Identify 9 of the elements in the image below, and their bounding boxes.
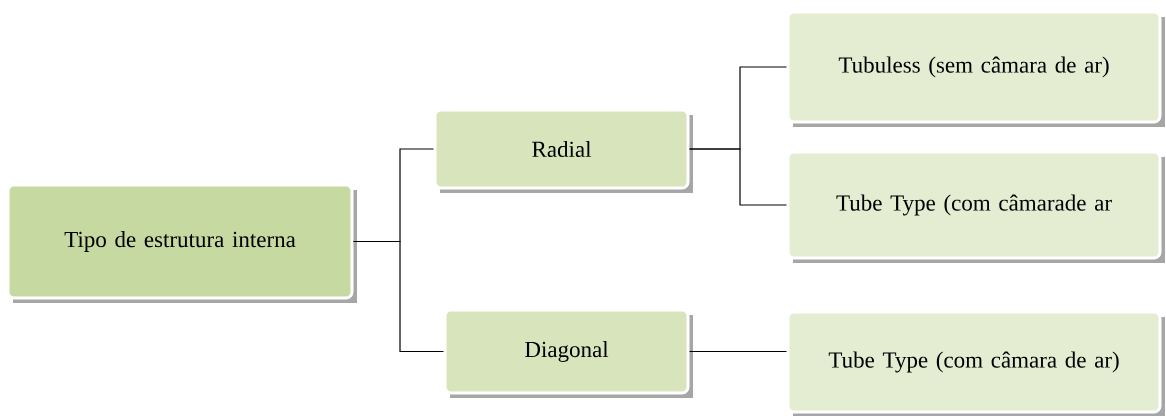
connector-line bbox=[688, 350, 788, 353]
connector-line bbox=[352, 240, 445, 353]
process-box: Diagonal bbox=[443, 308, 693, 398]
process-box: Tipo de estrutura interna bbox=[6, 183, 357, 303]
process-box: Tube Type (com câmarade ar bbox=[786, 150, 1165, 263]
process-box: Tubuless (sem câmara de ar) bbox=[786, 10, 1165, 127]
connector-line bbox=[688, 148, 788, 206]
process-box: Radial bbox=[433, 108, 693, 193]
process-box: Tube Type (com câmara de ar) bbox=[786, 310, 1165, 416]
